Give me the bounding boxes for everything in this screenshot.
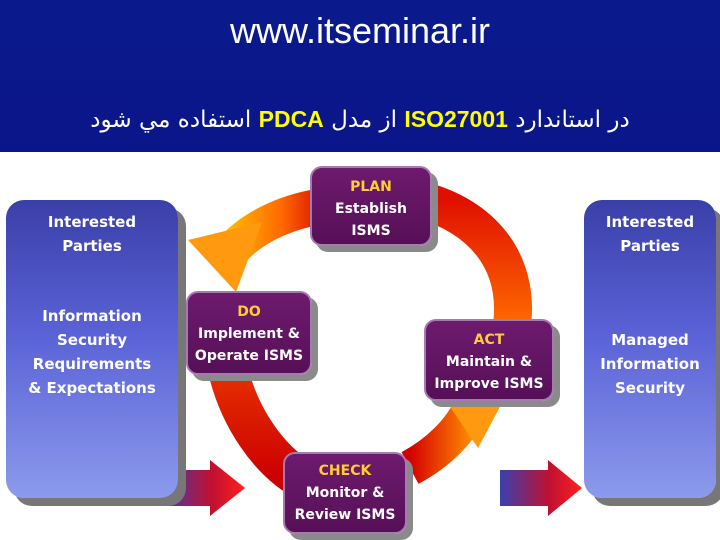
site-title: www.itseminar.ir (229, 10, 491, 51)
phase-do-line1: Implement & (198, 326, 300, 342)
subtitle-mid: از مدل (323, 107, 405, 133)
phase-do: DO Implement & Operate ISMS (186, 291, 312, 375)
phase-check: CHECK Monitor & Review ISMS (283, 452, 407, 534)
subtitle-post: استفاده مي شود (90, 107, 259, 133)
interested-parties-right: Interested Parties Managed Information S… (584, 200, 716, 498)
left-panel-line2: Parties (62, 237, 122, 255)
right-panel-line2: Parties (620, 237, 680, 255)
subtitle-iso: ISO27001 (404, 106, 508, 132)
output-arrow (500, 460, 582, 516)
arrowhead-to-do (188, 222, 262, 292)
right-panel-body2: Information (600, 355, 700, 373)
phase-check-title: CHECK (318, 463, 372, 479)
phase-check-line1: Monitor & (305, 485, 385, 501)
right-panel-line1: Interested (605, 213, 695, 231)
left-panel-body2: Security (56, 331, 128, 349)
phase-act-title: ACT (473, 332, 505, 348)
slide-subtitle: در استاندارد ISO27001 از مدل PDCA استفاد… (30, 97, 690, 142)
left-panel-body3: Requirements (32, 355, 152, 373)
phase-plan-line1: Establish (335, 201, 407, 217)
left-panel-body4: & Expectations (28, 379, 156, 397)
subtitle-pdca: PDCA (258, 106, 324, 132)
input-arrow (160, 460, 245, 516)
phase-act-line2: Improve ISMS (434, 376, 544, 392)
subtitle-pre: در استاندارد (507, 107, 630, 133)
phase-check-line2: Review ISMS (294, 507, 396, 523)
phase-plan: PLAN Establish ISMS (310, 166, 432, 246)
phase-do-title: DO (237, 304, 261, 320)
right-panel-body1: Managed (611, 331, 689, 349)
phase-act-line1: Maintain & (445, 354, 533, 370)
right-panel-body3: Security (614, 379, 686, 397)
arrowhead-to-act (440, 388, 510, 448)
phase-plan-title: PLAN (350, 179, 392, 195)
phase-do-line2: Operate ISMS (194, 348, 304, 364)
left-panel-body1: Information (42, 307, 142, 325)
left-panel-line1: Interested (47, 213, 137, 231)
phase-act: ACT Maintain & Improve ISMS (424, 319, 554, 401)
interested-parties-left: Interested Parties Information Security … (6, 200, 178, 498)
slide-header: www.itseminar.ir در استاندارد ISO27001 ا… (0, 0, 720, 152)
arc-plan-to-act (414, 181, 532, 328)
phase-plan-line2: ISMS (351, 223, 391, 239)
